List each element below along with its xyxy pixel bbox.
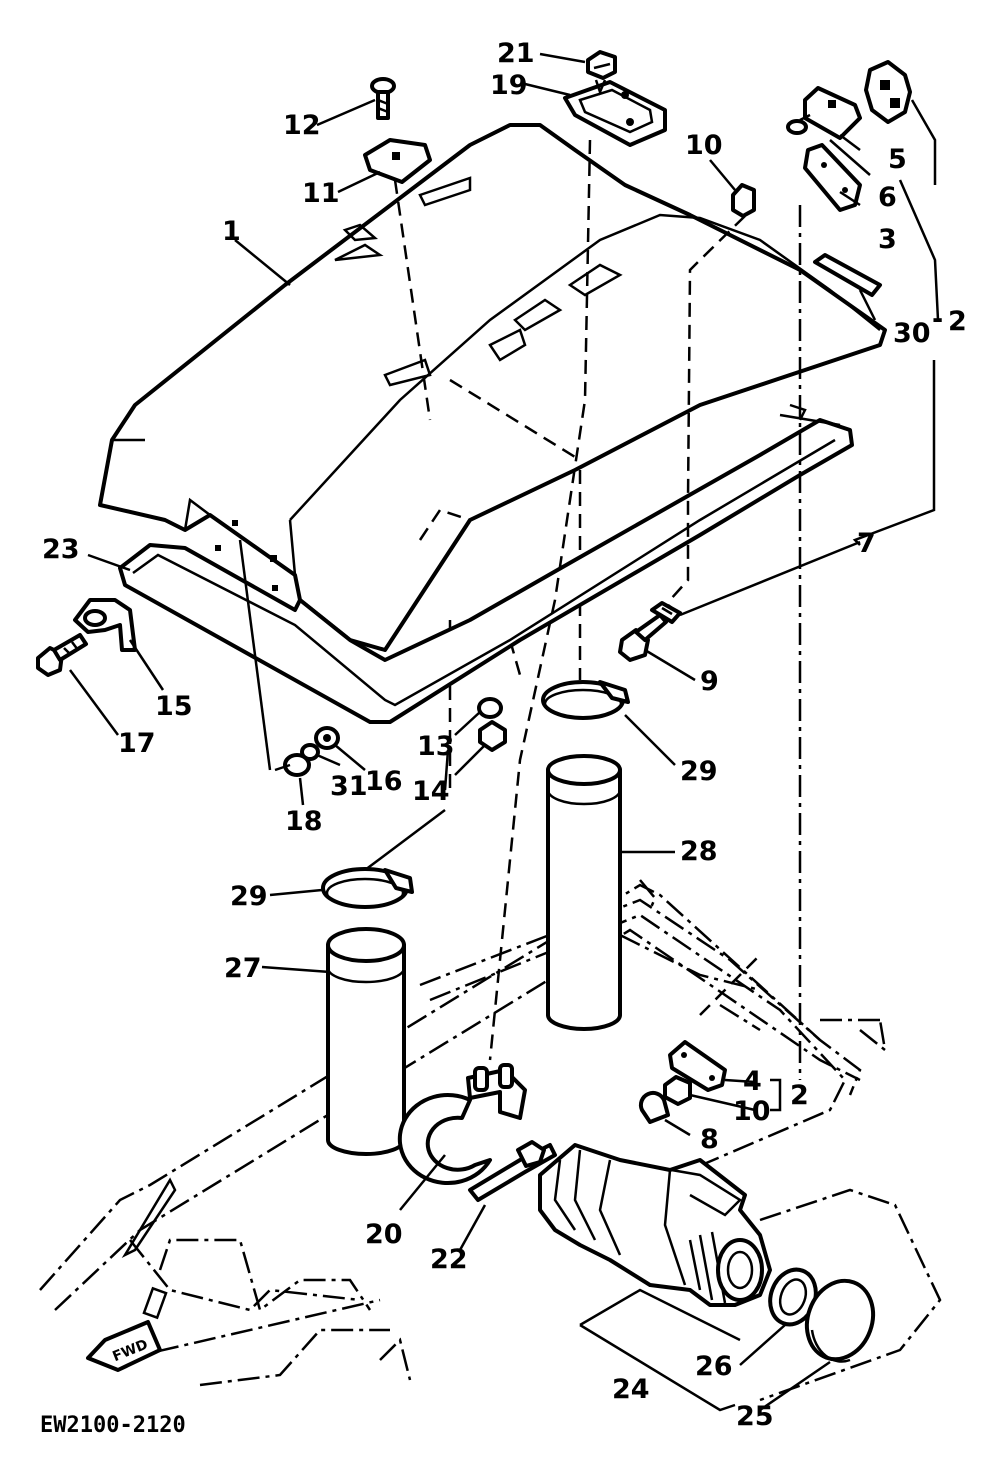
callout-29-left: 29 bbox=[230, 881, 268, 912]
guide-line-18 bbox=[238, 539, 272, 771]
callout-21: 21 bbox=[497, 38, 535, 69]
nut-21-icon bbox=[586, 50, 617, 96]
callout-7: 7 bbox=[857, 528, 876, 559]
guide-line-18b bbox=[274, 763, 291, 772]
grommet-13-icon bbox=[477, 697, 503, 719]
callout-30: 30 bbox=[893, 318, 931, 349]
hinge-latch-5-icon bbox=[864, 60, 912, 124]
callout-6: 6 bbox=[878, 182, 897, 213]
callout-13: 13 bbox=[417, 731, 455, 762]
callout-labels: 1 2 - 3 5 6 30 10 12 11 21 19 7 9 23 15 … bbox=[40, 38, 967, 1438]
callout-2-top: 2 bbox=[948, 306, 967, 337]
callout-18: 18 bbox=[285, 806, 323, 837]
callout-2-bottom: 2 bbox=[790, 1080, 809, 1111]
callout-28: 28 bbox=[680, 836, 718, 867]
drawing-code: EW2100-2120 bbox=[40, 1413, 186, 1438]
guide-line-10 bbox=[669, 215, 746, 601]
hose-clamp-29-right-icon bbox=[541, 680, 630, 720]
rubber-pad-30-icon bbox=[813, 253, 882, 297]
plate-19-icon bbox=[563, 80, 667, 147]
callout-27: 27 bbox=[224, 953, 262, 984]
duct-27-icon bbox=[326, 927, 406, 1156]
washer-6-icon bbox=[786, 119, 808, 135]
clamp-ring-20-icon bbox=[397, 1063, 527, 1186]
callout-20: 20 bbox=[365, 1219, 403, 1250]
callout-23: 23 bbox=[42, 534, 80, 565]
bolt-9-icon bbox=[618, 613, 668, 662]
callout-29-right: 29 bbox=[680, 756, 718, 787]
callout-19: 19 bbox=[490, 70, 528, 101]
duct-28-icon bbox=[546, 754, 622, 1031]
callout-31: 31 bbox=[330, 771, 368, 802]
hose-clamp-29-left-icon bbox=[321, 867, 414, 909]
callout-3: 3 bbox=[878, 224, 897, 255]
callout-5: 5 bbox=[888, 144, 907, 175]
bolt-17-icon bbox=[36, 633, 88, 677]
callout-17: 17 bbox=[118, 728, 156, 759]
gasket-26-icon bbox=[768, 1267, 818, 1327]
bracket-11-icon bbox=[363, 138, 432, 184]
guide-line-29 bbox=[364, 809, 446, 871]
cap-nut-8-icon bbox=[638, 1090, 670, 1124]
callout-10-bottom: 10 bbox=[733, 1096, 771, 1127]
callout-9: 9 bbox=[700, 666, 719, 697]
callout-16: 16 bbox=[365, 766, 403, 797]
guide-line-14 bbox=[443, 749, 450, 791]
nut-18-icon bbox=[283, 753, 311, 777]
hinge-5-icon bbox=[803, 86, 862, 140]
plate-4-icon bbox=[668, 1040, 727, 1092]
nut-10-top-icon bbox=[731, 183, 756, 218]
grommet-14-icon bbox=[478, 720, 507, 752]
callout-12: 12 bbox=[283, 110, 321, 141]
guide-line-19 bbox=[488, 139, 592, 1061]
leader-lines bbox=[68, 52, 940, 1412]
callout-1: 1 bbox=[222, 216, 241, 247]
callout-24: 24 bbox=[612, 1374, 650, 1405]
strap-22-icon bbox=[468, 1140, 557, 1202]
plate-3-icon bbox=[803, 143, 862, 212]
nut-16-icon bbox=[314, 726, 340, 750]
callout-25: 25 bbox=[736, 1401, 774, 1432]
callout-14: 14 bbox=[412, 776, 450, 807]
stud-7-icon bbox=[650, 601, 682, 624]
callout-4: 4 bbox=[743, 1066, 762, 1097]
fwd-arrow-icon: FWD bbox=[86, 1320, 162, 1372]
filler-neck-24-icon bbox=[538, 1143, 772, 1307]
bracket-15-icon bbox=[73, 598, 137, 652]
guide-line-4 bbox=[699, 954, 761, 1016]
callout-15: 15 bbox=[155, 691, 193, 722]
hood-cover bbox=[98, 123, 887, 790]
hood-seal-gasket bbox=[118, 403, 854, 724]
callout-26: 26 bbox=[695, 1351, 733, 1382]
callout-11: 11 bbox=[302, 178, 340, 209]
washer-31-icon bbox=[300, 743, 320, 761]
callout-dash: - bbox=[932, 304, 943, 335]
filler-cap-25-icon bbox=[804, 1278, 876, 1363]
screw-12-icon bbox=[370, 77, 396, 120]
callout-10-top: 10 bbox=[685, 130, 723, 161]
callout-8: 8 bbox=[700, 1124, 719, 1155]
nut-10-bottom-icon bbox=[663, 1075, 692, 1106]
guide-line-11 bbox=[393, 179, 432, 421]
callout-22: 22 bbox=[430, 1244, 468, 1275]
